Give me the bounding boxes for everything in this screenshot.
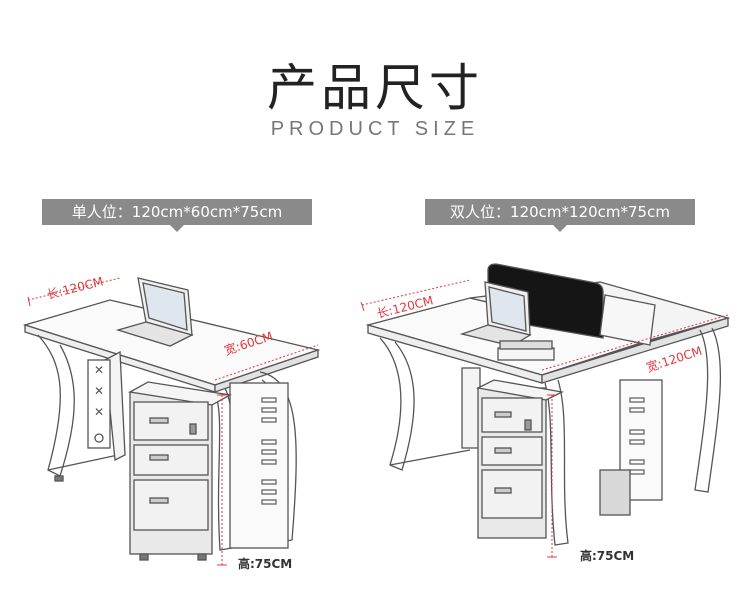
double-height-label: 高:75CM — [580, 548, 634, 563]
double-dimension-lines — [360, 279, 729, 558]
single-length-label: 长:120CM — [45, 274, 104, 302]
double-desk-illustration — [365, 263, 731, 546]
single-height-label: 高:75CM — [238, 556, 292, 571]
single-desk-illustration: ✕ ✕ ✕ — [22, 277, 321, 561]
page-title: 产品尺寸 — [267, 59, 483, 117]
double-spec-banner: 双人位：120cm*120cm*75cm — [425, 199, 695, 232]
svg-text:✕: ✕ — [94, 405, 104, 419]
page-subtitle: PRODUCT SIZE — [270, 118, 480, 140]
single-dimension-lines — [27, 277, 319, 566]
svg-text:✕: ✕ — [94, 384, 104, 398]
svg-text:✕: ✕ — [94, 363, 104, 377]
single-spec-banner: 单人位：120cm*60cm*75cm — [42, 199, 312, 232]
